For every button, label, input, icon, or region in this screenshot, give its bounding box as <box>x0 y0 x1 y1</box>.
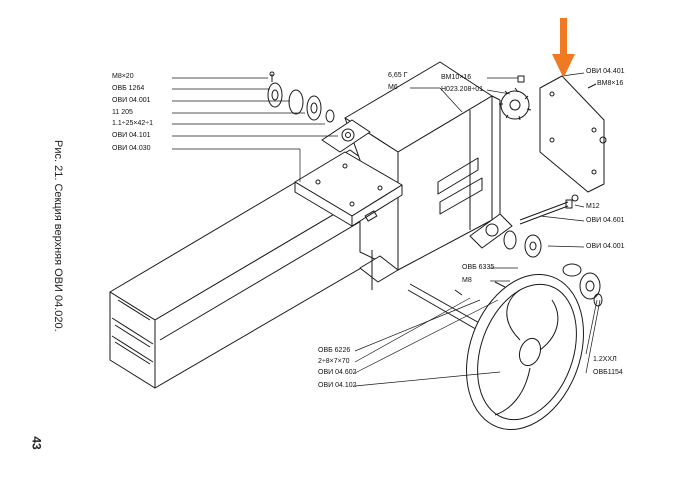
part-label: ОВБ 6335 <box>462 264 495 271</box>
support-bracket <box>359 250 399 290</box>
bearing-housing-mid <box>469 213 542 258</box>
part-label: 1.1÷25×42÷1 <box>112 120 153 127</box>
cover-plate <box>539 75 607 202</box>
part-label: М8×20 <box>112 73 134 80</box>
part-label: ОВБ1154 <box>593 369 623 376</box>
part-label: ОВИ 04.101 <box>112 132 151 139</box>
part-label: ВМ8×16 <box>597 80 624 87</box>
pointer-arrow-icon <box>552 18 575 78</box>
part-label: М6 <box>388 84 398 91</box>
page-number: 43 <box>29 436 44 450</box>
part-label: М8 <box>462 277 472 284</box>
bearing-stack-top-left <box>267 71 335 123</box>
bearing-bracket <box>321 119 371 153</box>
part-label: ОВИ 04.001 <box>586 243 625 250</box>
part-label: ОВИ 04.401 <box>586 68 625 75</box>
part-label: М12 <box>586 203 600 210</box>
part-label: 1.2ХХЛ <box>593 356 617 363</box>
sprocket <box>499 75 532 121</box>
part-label: ОВИ 04.102 <box>318 382 357 389</box>
part-label: ОВИ 04.001 <box>112 97 151 104</box>
part-label: ОВБ 1264 <box>112 85 145 92</box>
pulley <box>466 274 584 430</box>
part-label: 2÷8×7×70 <box>318 358 350 365</box>
leader-lines <box>172 72 601 387</box>
part-label: ОВИ 04.602 <box>318 369 357 376</box>
part-label: 6,65 Г <box>388 72 408 79</box>
part-label: ОВИ 04.601 <box>586 217 625 224</box>
long-bolt <box>519 199 573 225</box>
part-label: ОВИ 04.030 <box>112 145 151 152</box>
part-label: ОВБ 6226 <box>318 347 351 354</box>
bearing-stack-right <box>562 263 603 307</box>
figure-caption: Рис. 21. Секция верхняя ОВИ 04.020. <box>52 140 64 332</box>
mounting-plate <box>294 151 403 227</box>
part-label: Н023.208÷01 <box>441 86 483 93</box>
part-label: 11 205 <box>112 109 133 116</box>
part-label: ВМ10×16 <box>441 74 472 81</box>
